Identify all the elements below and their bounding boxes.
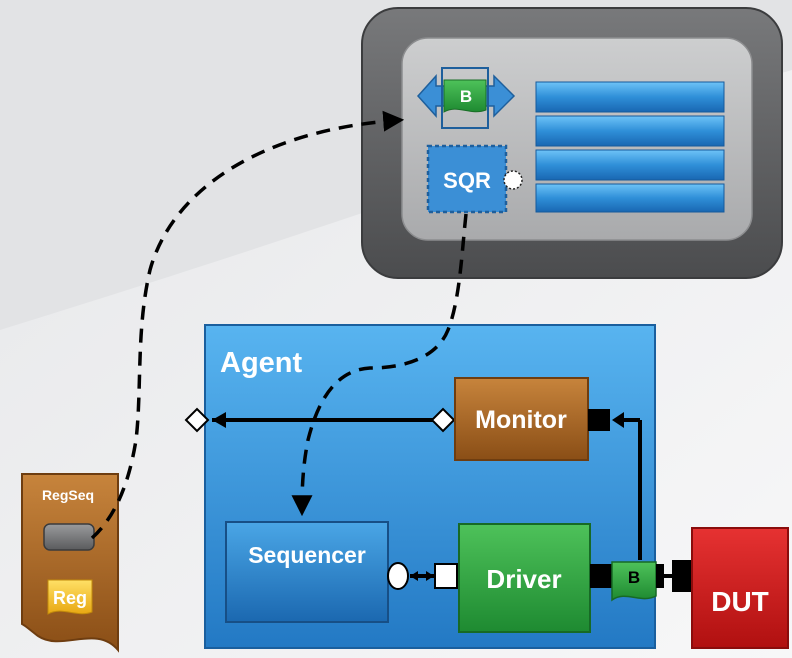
- monitor-port-icon: [588, 409, 610, 431]
- dut-block: DUT: [691, 527, 789, 649]
- sqr-to-sequencer-connector: [291, 213, 468, 517]
- driver-port-icon: [590, 564, 612, 588]
- monitor-block: Monitor: [454, 377, 610, 461]
- dut-label: DUT: [711, 586, 769, 617]
- reg-item: [47, 579, 93, 615]
- dut-port-icon: [672, 560, 692, 592]
- reg-sequence-block: RegSeq Reg: [21, 473, 119, 653]
- regseq-to-adapter-connector: [90, 110, 405, 540]
- driver-seq-port-icon: [434, 563, 458, 589]
- agent-analysis-port-icon: [184, 407, 210, 433]
- agent-bus-adapter: B: [611, 560, 692, 602]
- env-sqr: SQR: [426, 144, 523, 214]
- driver-block: Driver: [458, 523, 612, 633]
- agent-bus-label: B: [628, 568, 640, 587]
- seq-driver-port-connection: [387, 562, 458, 590]
- sequencer-export-icon: [387, 562, 409, 590]
- register-block: [535, 81, 725, 213]
- monitor-label: Monitor: [475, 406, 567, 434]
- env-bus-adapter: B: [416, 67, 516, 129]
- reg-sequence-title: RegSeq: [42, 487, 94, 503]
- env-bus-label: B: [460, 87, 472, 106]
- agent-title: Agent: [220, 347, 303, 379]
- env-sqr-label: SQR: [443, 168, 491, 193]
- reg-sequence-handle-icon: [43, 523, 95, 551]
- sequencer-block: Sequencer: [225, 521, 389, 623]
- environment-block: B SQR: [361, 7, 783, 279]
- sequencer-label: Sequencer: [248, 542, 366, 568]
- reg-item-label: Reg: [53, 588, 87, 608]
- env-sqr-port-icon: [503, 170, 523, 190]
- driver-label: Driver: [486, 564, 561, 594]
- monitor-tap-connection: [612, 412, 642, 560]
